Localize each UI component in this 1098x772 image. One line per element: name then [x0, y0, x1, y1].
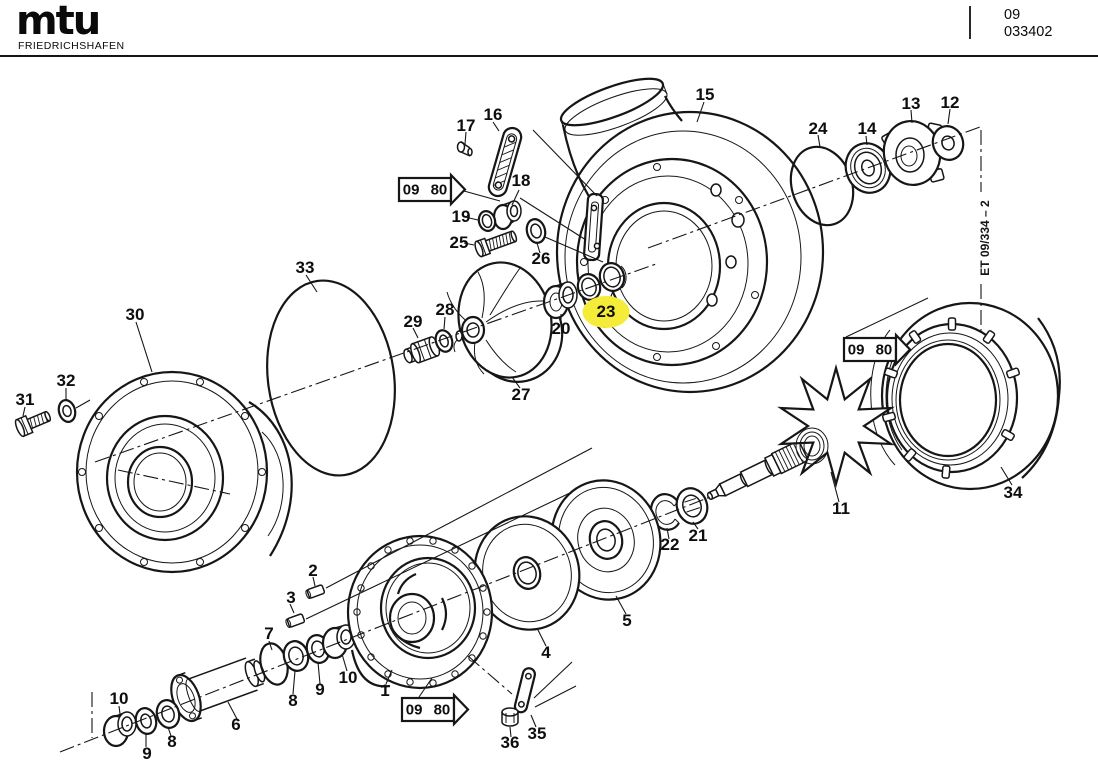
part-27-compressor-wheel — [446, 261, 564, 383]
part-label-13: 13 — [901, 94, 921, 113]
callout-ref-3: 09 80 — [405, 701, 451, 719]
logo-subtitle: FRIEDRICHSHAFEN — [18, 40, 125, 52]
part-label-7: 7 — [264, 624, 274, 643]
part-label-23: 23 — [582, 296, 630, 328]
part-32-washer — [57, 399, 77, 423]
part-11-turbine-shaft — [706, 363, 895, 501]
part-label-8: 8 — [167, 732, 177, 751]
part-6-bearing-sleeve — [170, 657, 266, 723]
part-17-screw — [456, 141, 473, 157]
part-label-30: 30 — [125, 305, 145, 324]
part-4-disc — [473, 515, 581, 631]
part-label-31: 31 — [15, 390, 35, 409]
part-30-bell-housing — [75, 370, 293, 574]
part-label-34: 34 — [1003, 483, 1023, 502]
part-label-4: 4 — [541, 643, 551, 662]
part-label-6: 6 — [231, 715, 241, 734]
part-20-bushing — [542, 281, 578, 320]
part-label-5: 5 — [622, 611, 632, 630]
part-label-33: 33 — [295, 258, 315, 277]
part-26-washer — [525, 218, 547, 244]
part-13-flange — [881, 120, 945, 186]
callout-banner-3 — [400, 692, 470, 727]
part-28-washer — [434, 329, 454, 353]
part-15-compressor-housing — [555, 77, 825, 394]
part-label-2: 2 — [308, 561, 318, 580]
part-label-21: 21 — [688, 526, 708, 545]
part-label-20: 20 — [551, 319, 571, 338]
part-label-14: 14 — [857, 119, 877, 138]
doc-number: 033402 — [1004, 24, 1053, 41]
part-label-11: 11 — [832, 499, 850, 518]
part-16-plate — [487, 126, 523, 198]
part-10-bushing-left — [102, 711, 137, 748]
part-label-36: 36 — [500, 733, 520, 752]
part-label-28: 28 — [435, 300, 455, 319]
doc-group: 09 — [1004, 7, 1021, 23]
part-label-3: 3 — [286, 588, 296, 607]
part-label-16: 16 — [483, 105, 503, 124]
part-18-bushing — [492, 200, 522, 231]
header-rule — [0, 55, 1098, 57]
part-label-12: 12 — [940, 93, 960, 112]
part-label-29: 29 — [403, 312, 423, 331]
callout-ref-2: 09 80 — [847, 341, 893, 359]
document-id: 09 033402 — [1004, 7, 1052, 42]
part-label-27: 27 — [511, 385, 531, 404]
part-36-nut — [501, 707, 519, 727]
header-divider — [969, 6, 971, 39]
part-label-9: 9 — [142, 744, 152, 763]
part-label-24: 24 — [808, 119, 828, 138]
part-19-lock-washer — [477, 210, 497, 232]
part-label-25: 25 — [449, 233, 469, 252]
part-label-10: 10 — [338, 668, 358, 687]
part-8-lock-washer-left — [155, 699, 181, 729]
part-label-22: 22 — [660, 535, 680, 554]
part-29-nut — [403, 336, 441, 364]
part-label-8: 8 — [288, 691, 298, 710]
part-label-17: 17 — [456, 116, 476, 135]
part-9-washer-left — [134, 707, 158, 735]
part-label-26: 26 — [531, 249, 551, 268]
part-label-10: 10 — [109, 689, 129, 708]
callout-banner-2 — [842, 332, 912, 367]
part-34-turbine-housing — [870, 301, 1061, 491]
part-21-ring — [675, 487, 709, 525]
part-label-19: 19 — [451, 207, 471, 226]
callout-ref-1: 09 80 — [402, 181, 448, 199]
part-label-32: 32 — [56, 371, 76, 390]
part-label-1: 1 — [380, 681, 390, 700]
part-label-35: 35 — [527, 724, 547, 743]
part-33-oring-large — [266, 279, 396, 477]
part-35-link — [513, 667, 537, 714]
part-label-18: 18 — [511, 171, 531, 190]
sheet-reference: ET 09/334 – 2 — [978, 200, 992, 276]
mtu-logo: mtu — [16, 0, 101, 44]
leader-lines — [22, 101, 1013, 747]
callout-banner-1 — [397, 172, 467, 207]
part-2-pin — [305, 584, 326, 600]
part-label-15: 15 — [695, 85, 715, 104]
part-label-9: 9 — [315, 680, 325, 699]
part-25-bolt — [474, 230, 518, 258]
part-1-hub — [346, 534, 494, 690]
part-31-bolt — [14, 410, 52, 438]
centerlines — [59, 126, 982, 753]
part-3-pin — [285, 613, 306, 629]
part-23-seal-rings — [576, 262, 627, 301]
